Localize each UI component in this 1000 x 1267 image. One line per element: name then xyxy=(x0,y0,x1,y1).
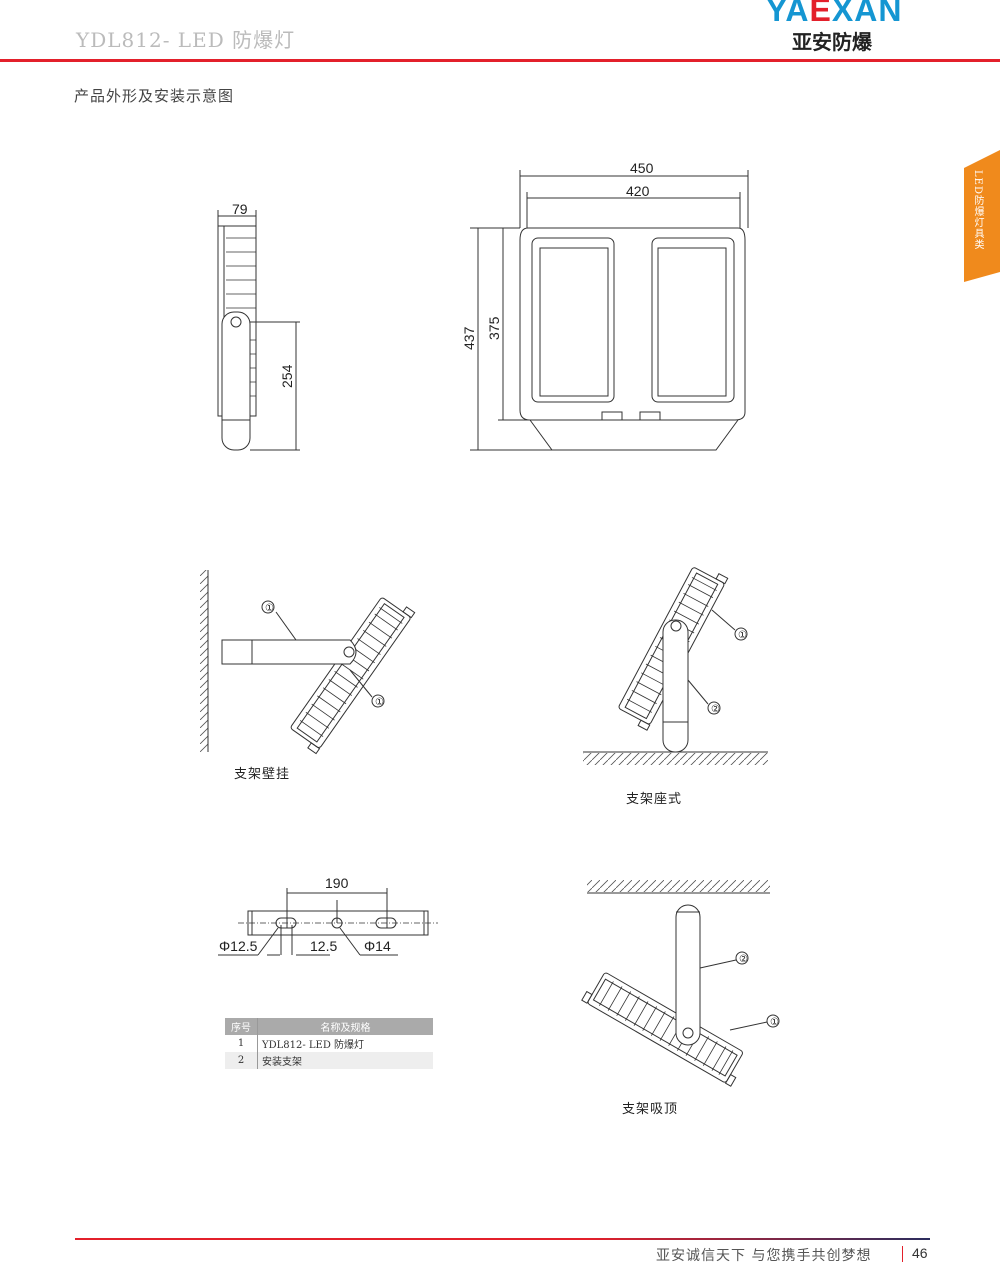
category-tab xyxy=(964,150,1000,282)
header-no: 序号 xyxy=(225,1018,258,1035)
caption-floor-mount: 支架座式 xyxy=(626,792,683,807)
callout-2: ② xyxy=(739,954,748,965)
dim-front-inner-height: 375 xyxy=(486,316,502,340)
callout-2: ② xyxy=(711,704,720,715)
dim-front-outer-width: 450 xyxy=(630,160,654,176)
footer-slogan: 亚安诚信天下 与您携手共创梦想 xyxy=(656,1248,872,1264)
row-no: 2 xyxy=(225,1052,258,1069)
logo-text: XAN xyxy=(831,0,903,28)
header-name: 名称及规格 xyxy=(257,1018,433,1035)
row-no: 1 xyxy=(225,1035,258,1052)
footer-separator xyxy=(902,1246,903,1262)
table-header-row: 序号 名称及规格 xyxy=(225,1018,433,1035)
table-row: 1 YDL812- LED 防爆灯 xyxy=(225,1035,433,1052)
dim-slot-diameter: Φ12.5 xyxy=(219,938,258,954)
brand-logo-cn: 亚安防爆 xyxy=(792,30,872,54)
page-number: 46 xyxy=(912,1245,928,1261)
front-view xyxy=(470,170,749,451)
parts-table: 序号 名称及规格 1 YDL812- LED 防爆灯 2 安装支架 xyxy=(225,1018,433,1069)
dim-side-width: 79 xyxy=(232,201,248,217)
logo-text: YA xyxy=(766,0,810,28)
section-title: 产品外形及安装示意图 xyxy=(74,87,235,105)
bracket-detail-drawing xyxy=(218,888,438,956)
table-row: 2 安装支架 xyxy=(225,1052,433,1069)
row-name: 安装支架 xyxy=(257,1052,433,1069)
dim-slot-width: 12.5 xyxy=(310,938,337,954)
caption-wall-mount: 支架壁挂 xyxy=(234,767,291,782)
caption-ceiling-mount: 支架吸顶 xyxy=(622,1102,679,1117)
dim-side-height: 254 xyxy=(279,364,295,388)
dim-hole-diameter: Φ14 xyxy=(364,938,391,954)
floor-mount-drawing xyxy=(583,560,768,765)
ceiling-mount-drawing xyxy=(581,880,780,1087)
footer-divider xyxy=(75,1238,930,1240)
callout-1: ① xyxy=(265,603,274,614)
document-title: YDL812- LED 防爆灯 xyxy=(76,28,296,52)
header-divider xyxy=(0,59,1000,62)
wall-mount-drawing xyxy=(200,570,416,755)
dim-front-inner-width: 420 xyxy=(626,183,650,199)
dim-hole-spacing: 190 xyxy=(325,875,349,891)
callout-1: ① xyxy=(738,630,747,641)
callout-1: ① xyxy=(375,697,384,708)
category-tab-label: LED防爆灯具类 xyxy=(972,170,983,250)
dim-front-outer-height: 437 xyxy=(461,326,477,350)
row-name: YDL812- LED 防爆灯 xyxy=(262,1040,365,1051)
side-view xyxy=(217,210,300,451)
logo-text: E xyxy=(809,0,832,28)
callout-1: ① xyxy=(770,1017,779,1028)
brand-logo: YAEXAN xyxy=(766,0,902,29)
